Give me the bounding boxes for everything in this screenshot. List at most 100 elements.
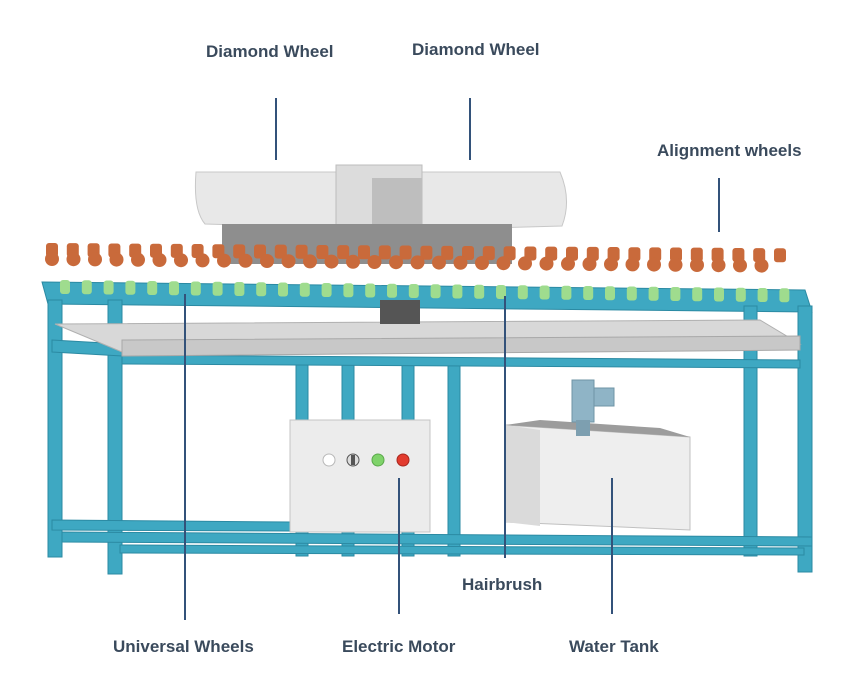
roller-layer <box>45 243 790 303</box>
roller-wheel <box>238 253 253 268</box>
universal-wheel <box>234 282 245 296</box>
roller-wheel <box>324 254 339 269</box>
tank-top <box>505 420 690 437</box>
universal-wheel <box>474 284 485 299</box>
roller-wheel <box>518 256 532 271</box>
frame-bottom-rail-front <box>61 531 813 547</box>
alignment-wheel <box>462 246 474 260</box>
alignment-wheel <box>316 244 329 259</box>
universal-wheel <box>452 284 463 299</box>
roller-wheel <box>711 258 726 273</box>
alignment-wheel <box>711 247 724 262</box>
roller-wheel <box>582 257 597 271</box>
pump-pipe <box>576 420 590 436</box>
roller-wheel <box>668 257 683 272</box>
universal-wheel <box>103 280 114 295</box>
roller-wheel <box>475 256 489 270</box>
control-box <box>289 419 431 533</box>
universal-wheel <box>583 286 594 300</box>
alignment-wheel <box>274 244 287 259</box>
universal-wheel <box>648 286 659 301</box>
universal-wheel <box>387 283 397 298</box>
pump-head <box>593 387 615 407</box>
universal-wheel <box>278 282 288 297</box>
universal-wheel <box>779 288 790 303</box>
roller-wheel <box>45 252 59 266</box>
universal-wheel <box>692 287 703 302</box>
universal-wheel <box>517 285 528 300</box>
alignment-wheel <box>482 246 495 261</box>
universal-wheel <box>321 283 332 297</box>
universal-wheel <box>408 284 419 298</box>
frame-leg-front-left <box>47 299 63 558</box>
universal-wheel <box>670 287 681 301</box>
universal-wheel <box>343 283 354 298</box>
frame-bottom-rail-back <box>119 544 805 556</box>
universal-wheel <box>299 282 310 297</box>
roller-wheel <box>303 254 317 269</box>
universal-wheel <box>626 286 637 301</box>
universal-wheel <box>735 287 746 302</box>
universal-wheel <box>605 286 615 301</box>
alignment-wheel <box>670 247 682 262</box>
alignment-wheel <box>254 244 266 259</box>
universal-wheel <box>147 281 158 295</box>
alignment-wheel <box>774 248 786 263</box>
white-button <box>322 453 336 467</box>
roller-wheel <box>174 253 188 268</box>
alignment-wheel <box>378 245 391 260</box>
tray-edge <box>121 335 801 357</box>
alignment-wheel <box>420 245 433 260</box>
roller-wheel <box>453 255 468 270</box>
tank-side <box>505 425 540 526</box>
pump-motor <box>571 379 595 423</box>
green-button <box>371 453 385 467</box>
frame-leg-rear-right <box>743 305 758 557</box>
universal-wheel <box>496 285 506 299</box>
roller-wheel <box>733 258 747 273</box>
label-electric-motor: Electric Motor <box>342 637 456 656</box>
roller-wheel <box>539 256 554 271</box>
universal-wheel <box>125 280 136 295</box>
frame-leg-front-right <box>797 305 813 573</box>
universal-wheel <box>169 281 179 296</box>
alignment-wheel <box>337 245 350 260</box>
universal-wheel <box>430 284 441 299</box>
roller-wheel <box>625 257 640 272</box>
alignment-wheel <box>358 245 370 260</box>
frame-leg-rear-left <box>107 299 123 575</box>
universal-wheel <box>256 282 267 297</box>
alignment-wheel <box>295 244 308 259</box>
water-tank <box>504 379 691 531</box>
roller-wheel <box>88 252 102 267</box>
control-box-body <box>289 419 431 533</box>
frame-leg-mid-4 <box>447 359 461 557</box>
roller-wheel <box>131 252 145 267</box>
universal-wheel <box>757 288 768 302</box>
label-alignment-wheels: Alignment wheels <box>657 141 802 160</box>
alignment-wheel <box>753 248 766 263</box>
roller-wheel <box>367 255 382 269</box>
roller-wheel <box>410 255 425 270</box>
alignment-wheel <box>399 245 412 260</box>
label-diamond-wheel-left: Diamond Wheel <box>206 42 334 61</box>
universal-wheel <box>212 281 223 296</box>
roller-wheel <box>496 256 511 271</box>
roller-wheel <box>195 253 210 268</box>
roller-wheel <box>389 255 403 270</box>
roller-wheel <box>152 253 167 267</box>
roller-wheel <box>217 253 231 268</box>
selector-switch-knob <box>351 455 355 465</box>
universal-wheel <box>539 285 550 300</box>
roller-wheel <box>281 254 296 269</box>
leader-lines <box>184 98 720 620</box>
roller-wheel <box>561 256 575 271</box>
label-universal-wheels: Universal Wheels <box>113 637 254 656</box>
roller-wheel <box>690 258 704 272</box>
roller-wheel <box>432 255 446 270</box>
alignment-wheel <box>441 245 454 260</box>
universal-wheel <box>365 283 376 298</box>
universal-wheel <box>190 281 201 296</box>
universal-wheel <box>561 285 572 300</box>
